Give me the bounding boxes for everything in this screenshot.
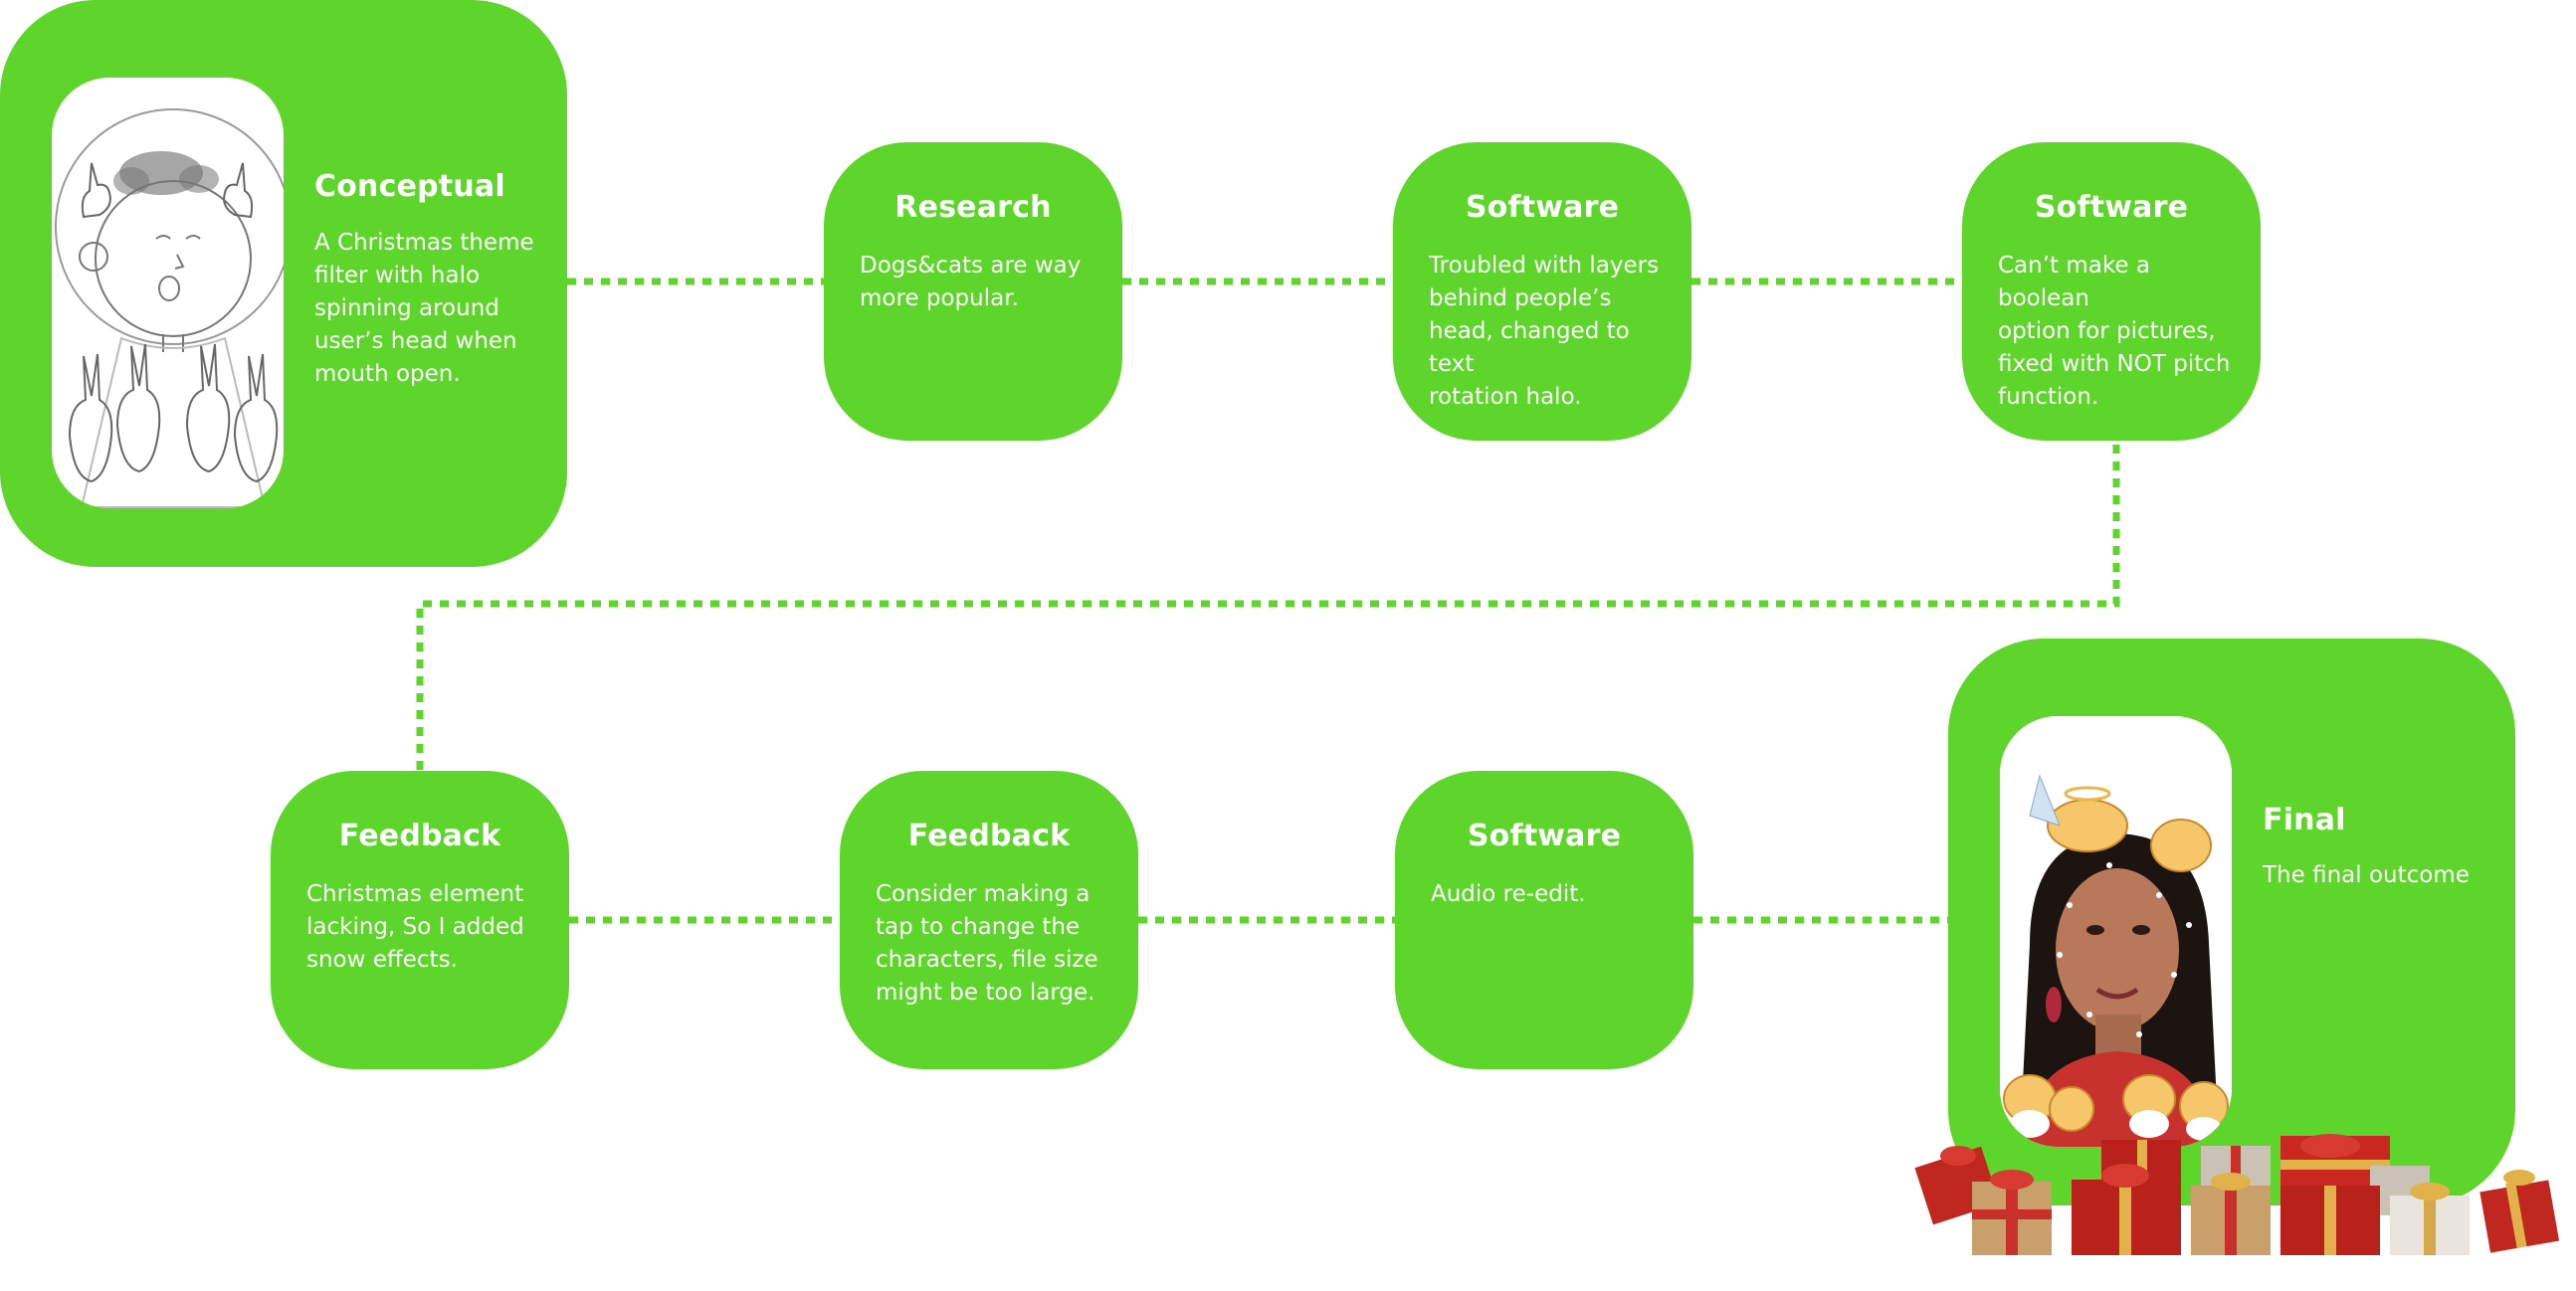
description-line: spinning around <box>314 295 499 321</box>
description-line: fixed with NOT pitch <box>1998 351 2231 377</box>
step-title: Feedback <box>907 819 1071 853</box>
step-description: Audio re-edit. <box>1431 878 1670 911</box>
description-line: rotation halo. <box>1429 384 1582 410</box>
step-title: Research <box>894 190 1052 225</box>
description-line: lacking, So I added <box>306 914 524 940</box>
gift-boxes-decoration <box>1914 1134 2559 1255</box>
description-line: function. <box>1998 384 2099 410</box>
description-line: Consider making a <box>876 881 1090 907</box>
description-line: snow effects. <box>306 947 458 973</box>
step-software-audio: Software Audio re-edit. <box>1395 771 1693 1069</box>
step-feedback-snow: Feedback Christmas element lacking, So I… <box>271 771 569 1069</box>
description-line: behind people’s <box>1429 285 1612 311</box>
step-feedback-tap: Feedback Consider making a tap to change… <box>840 771 1138 1069</box>
description-line: characters, file size <box>876 947 1098 973</box>
step-title: Final <box>2263 803 2346 837</box>
step-description: Troubled with layers behind people’s hea… <box>1429 250 1668 414</box>
description-line: tap to change the <box>876 914 1081 940</box>
step-description: Consider making a tap to change the char… <box>876 878 1114 1010</box>
step-research: Research Dogs&cats are way more popular. <box>824 142 1122 441</box>
step-title: Feedback <box>338 819 501 853</box>
step-title: Software <box>1467 819 1622 853</box>
description-line: Audio re-edit. <box>1431 881 1586 907</box>
step-description: The final outcome <box>2263 859 2491 892</box>
step-title: Conceptual <box>314 169 505 204</box>
description-line: A Christmas theme <box>314 230 534 256</box>
step-title: Software <box>2034 190 2189 225</box>
sketch-illustration <box>52 78 284 508</box>
step-description: Can’t make a boolean option for pictures… <box>1998 250 2237 414</box>
description-line: more popular. <box>860 285 1019 311</box>
description-line: user’s head when <box>314 328 517 354</box>
step-description: Dogs&cats are way more popular. <box>860 250 1098 315</box>
description-line: Dogs&cats are way <box>860 253 1082 278</box>
description-line: might be too large. <box>876 980 1095 1006</box>
filter-photo <box>2000 716 2232 1147</box>
step-software-layers: Software Troubled with layers behind peo… <box>1393 142 1691 441</box>
step-final: Final The final outcome <box>1948 639 2515 1205</box>
description-line: Troubled with layers <box>1429 253 1660 278</box>
step-description: A Christmas theme filter with halo spinn… <box>314 227 543 391</box>
description-line: Can’t make a boolean <box>1998 253 2150 311</box>
connector-4-5 <box>416 445 2120 771</box>
description-line: The final outcome <box>2263 862 2470 888</box>
step-title: Software <box>1465 190 1620 225</box>
step-software-boolean: Software Can’t make a boolean option for… <box>1962 142 2261 441</box>
description-line: option for pictures, <box>1998 318 2216 344</box>
step-conceptual: Conceptual A Christmas theme filter with… <box>0 0 567 567</box>
description-line: head, changed to text <box>1429 318 1630 377</box>
step-description: Christmas element lacking, So I added sn… <box>306 878 545 977</box>
description-line: filter with halo <box>314 263 481 288</box>
description-line: mouth open. <box>314 361 461 387</box>
description-line: Christmas element <box>306 881 524 907</box>
